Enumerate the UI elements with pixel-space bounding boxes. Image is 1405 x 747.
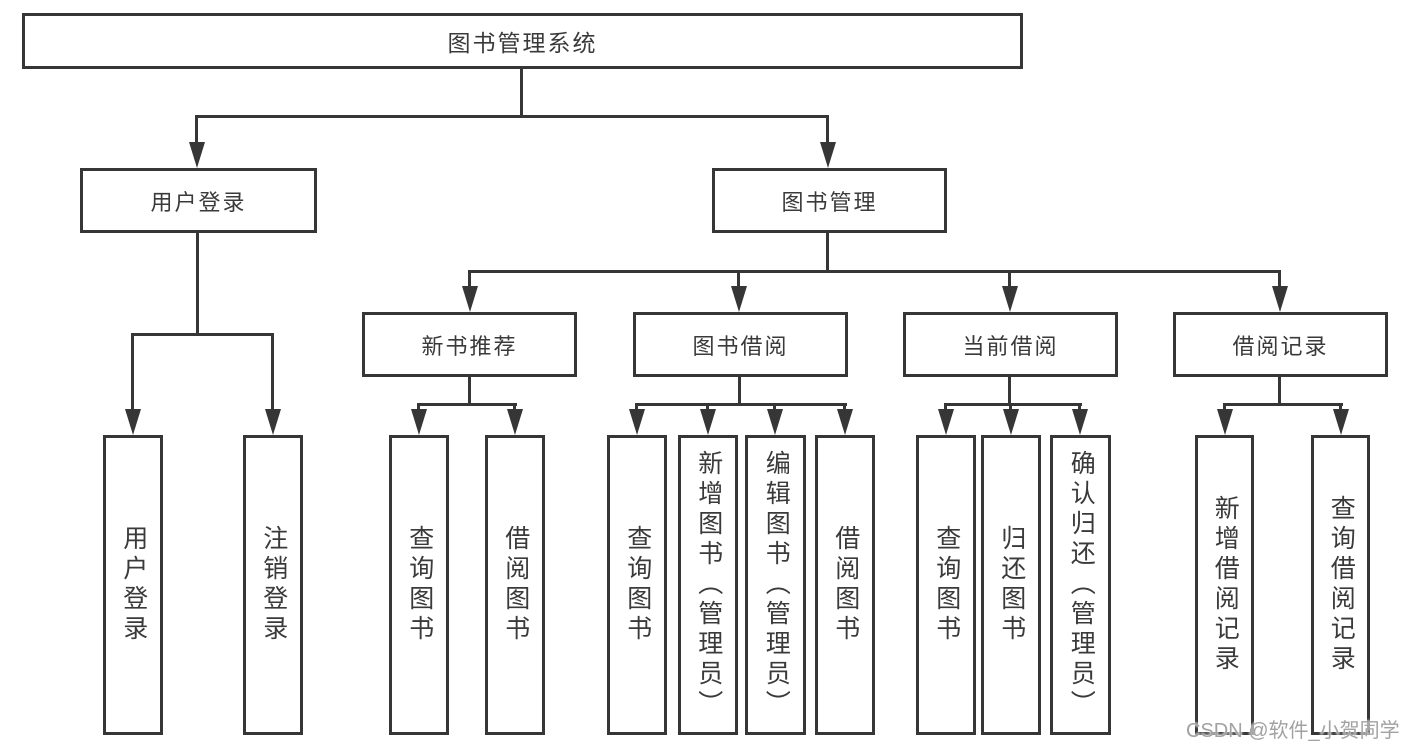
connector: [1223, 403, 1343, 406]
arrow-down: [767, 409, 783, 435]
connector: [826, 115, 829, 144]
leaf-query-books-recommend-label: 查询图书: [405, 525, 434, 645]
node-borrow-records: 借阅记录: [1173, 312, 1388, 377]
arrow-down: [462, 286, 478, 312]
connector: [1223, 403, 1226, 411]
leaf-edit-books-admin-label: 编辑图书（管理员）: [762, 450, 791, 720]
connector: [195, 115, 829, 118]
connector: [271, 333, 274, 411]
connector: [131, 333, 134, 411]
leaf-borrow-books: 借阅图书: [815, 435, 875, 735]
connector: [520, 68, 523, 118]
leaf-query-books-borrow-label: 查询图书: [623, 525, 652, 645]
connector: [826, 233, 829, 273]
arrow-down: [125, 409, 141, 435]
leaf-query-borrow-record-label: 查询借阅记录: [1327, 495, 1356, 675]
arrow-down: [731, 286, 747, 312]
arrow-down: [507, 409, 523, 435]
leaf-user-login-label: 用户登录: [119, 525, 148, 645]
leaf-query-borrow-record: 查询借阅记录: [1311, 435, 1370, 735]
arrow-down: [411, 409, 427, 435]
arrow-down: [265, 409, 281, 435]
arrow-down: [1002, 286, 1018, 312]
arrow-down: [820, 142, 836, 168]
connector: [131, 333, 274, 336]
arrow-down: [1272, 286, 1288, 312]
leaf-logout: 注销登录: [243, 435, 303, 735]
connector: [773, 403, 776, 411]
connector: [843, 403, 846, 411]
node-book-borrow: 图书借阅: [633, 312, 848, 377]
leaf-query-books-borrow: 查询图书: [607, 435, 667, 735]
connector: [417, 403, 517, 406]
node-new-book-recommend-label: 新书推荐: [421, 333, 518, 359]
connector: [1278, 377, 1281, 406]
csdn-watermark: CSDN @软件_小贺同学: [1186, 720, 1400, 742]
connector: [468, 270, 471, 288]
leaf-logout-label: 注销登录: [259, 525, 288, 645]
connector: [1009, 403, 1012, 411]
leaf-borrow-books-label: 借阅图书: [831, 525, 860, 645]
leaf-add-borrow-record-label: 新增借阅记录: [1211, 495, 1240, 675]
arrow-down: [837, 409, 853, 435]
leaf-borrow-books-recommend: 借阅图书: [485, 435, 545, 735]
leaf-add-borrow-record: 新增借阅记录: [1195, 435, 1254, 735]
leaf-query-books-recommend: 查询图书: [389, 435, 449, 735]
leaf-query-books-current-label: 查询图书: [932, 525, 961, 645]
arrow-down: [1072, 409, 1088, 435]
connector: [706, 403, 709, 411]
connector: [944, 403, 947, 411]
leaf-edit-books-admin: 编辑图书（管理员）: [745, 435, 806, 735]
leaf-add-books-admin: 新增图书（管理员）: [678, 435, 738, 735]
leaf-add-books-admin-label: 新增图书（管理员）: [694, 450, 723, 720]
leaf-borrow-books-recommend-label: 借阅图书: [501, 525, 530, 645]
node-book-management: 图书管理: [712, 168, 947, 233]
node-current-borrow-label: 当前借阅: [962, 333, 1059, 359]
connector: [635, 403, 847, 406]
connector: [513, 403, 516, 411]
node-root-label: 图书管理系统: [447, 30, 598, 56]
connector: [1008, 270, 1011, 288]
leaf-return-books: 归还图书: [981, 435, 1041, 735]
connector: [1339, 403, 1342, 411]
node-book-management-label: 图书管理: [781, 189, 878, 215]
leaf-confirm-return-admin-label: 确认归还（管理员）: [1067, 450, 1096, 720]
arrow-down: [1333, 409, 1349, 435]
leaf-query-books-current: 查询图书: [916, 435, 976, 735]
leaf-user-login: 用户登录: [103, 435, 163, 735]
arrow-down: [629, 409, 645, 435]
arrow-down: [700, 409, 716, 435]
connector: [1278, 270, 1281, 288]
node-current-borrow: 当前借阅: [903, 312, 1118, 377]
node-root: 图书管理系统: [22, 13, 1023, 69]
connector: [737, 270, 740, 288]
node-new-book-recommend: 新书推荐: [362, 312, 577, 377]
leaf-return-books-label: 归还图书: [997, 525, 1026, 645]
connector: [738, 377, 741, 406]
node-borrow-records-label: 借阅记录: [1232, 333, 1329, 359]
connector: [468, 377, 471, 406]
leaf-confirm-return-admin: 确认归还（管理员）: [1050, 435, 1111, 735]
arrow-down: [1217, 409, 1233, 435]
connector: [1078, 403, 1081, 411]
node-user-login-label: 用户登录: [150, 189, 247, 215]
arrow-down: [189, 142, 205, 168]
node-user-login: 用户登录: [80, 168, 317, 233]
connector: [635, 403, 638, 411]
connector: [195, 115, 198, 144]
connector: [417, 403, 420, 411]
node-book-borrow-label: 图书借阅: [692, 333, 789, 359]
connector: [1008, 377, 1011, 406]
connector: [196, 233, 199, 336]
arrow-down: [1003, 409, 1019, 435]
arrow-down: [938, 409, 954, 435]
connector: [944, 403, 1082, 406]
connector: [468, 270, 1281, 273]
